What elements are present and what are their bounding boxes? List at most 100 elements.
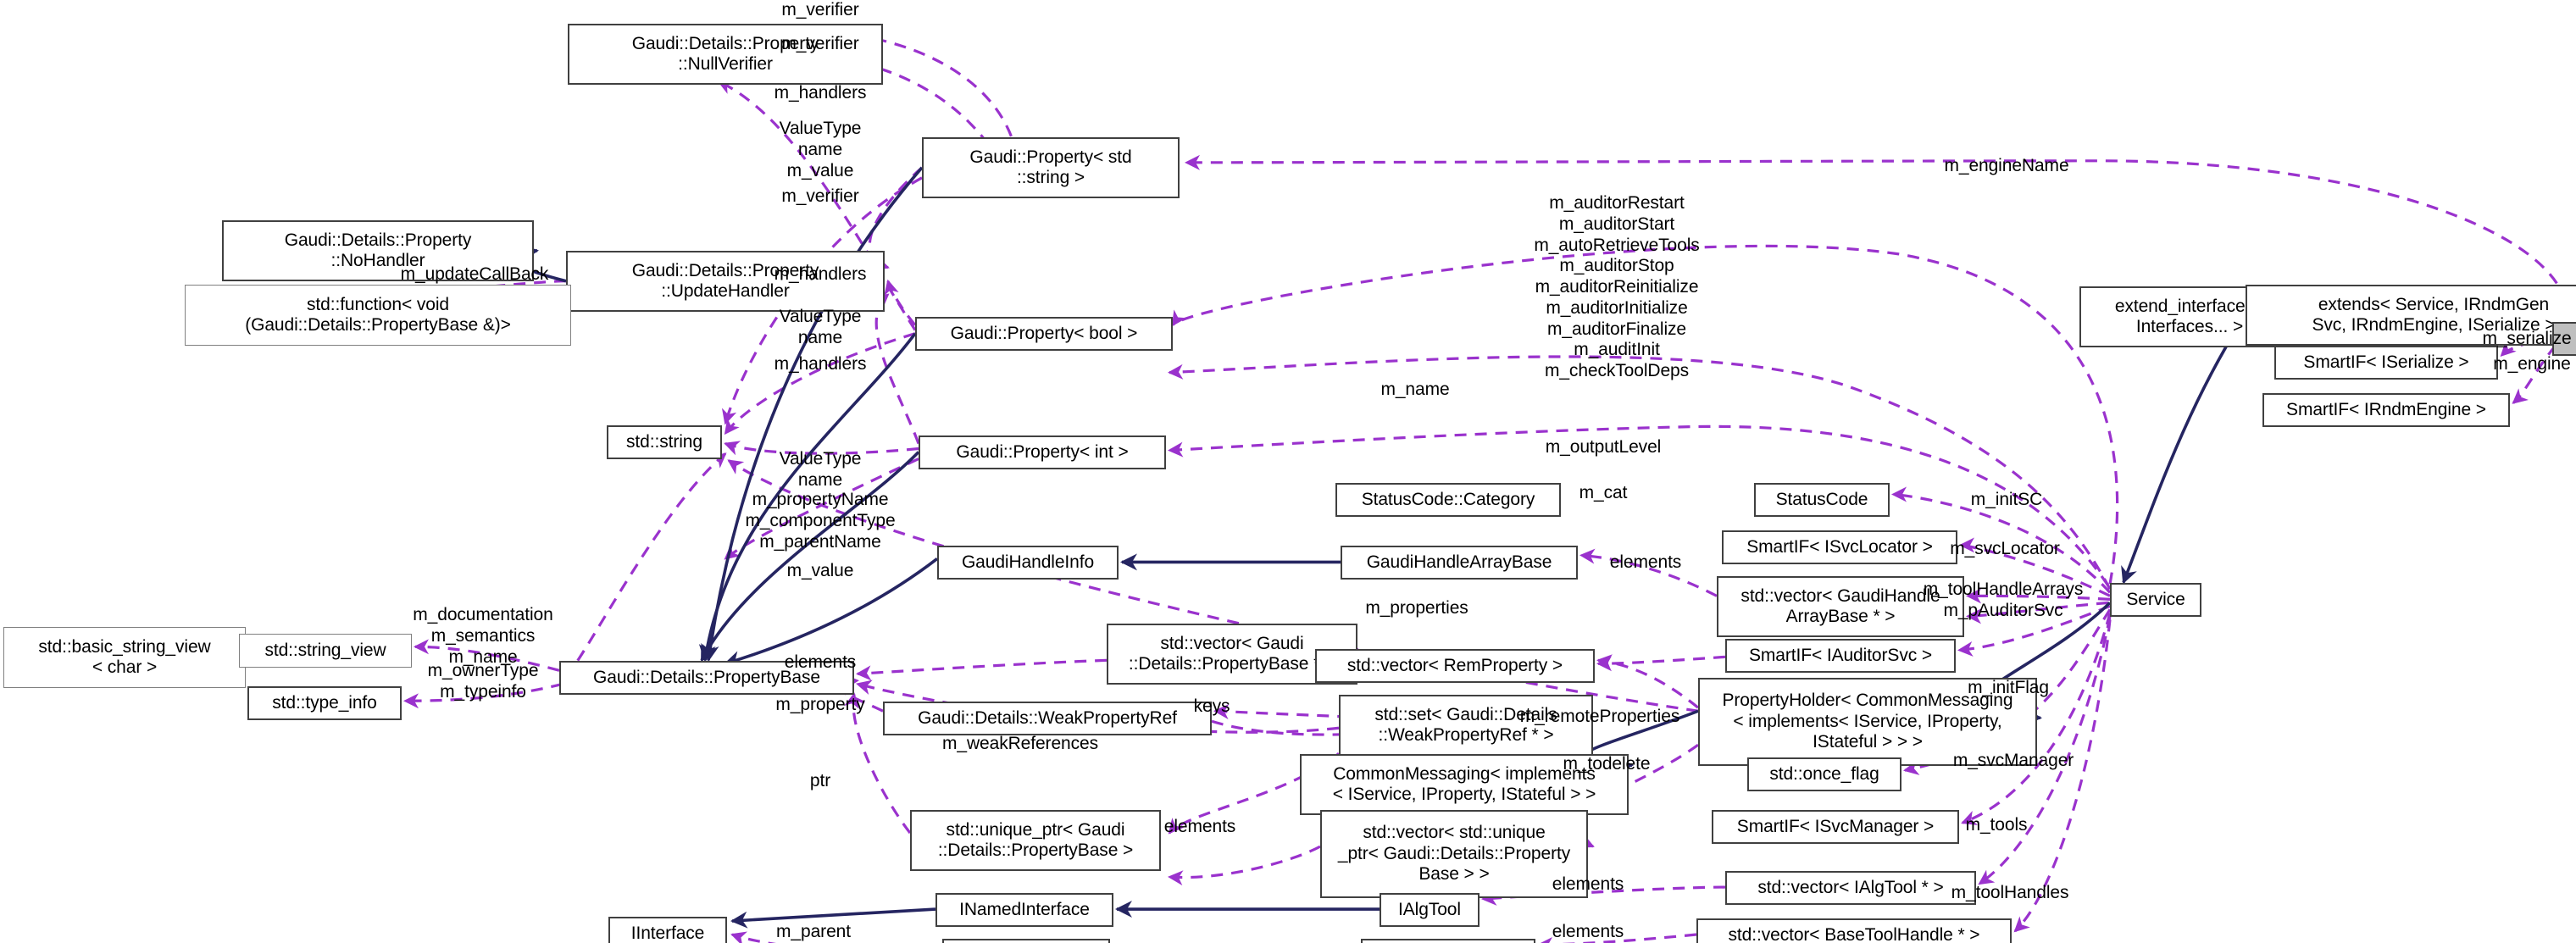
edge-label-l30: m_property xyxy=(775,695,865,714)
class-node-label: std::vector< GaudiHandle ArrayBase * > xyxy=(1740,585,1940,626)
edge-label-l38: elements xyxy=(1552,874,1624,894)
class-node-label: std::once_flag xyxy=(1769,763,1879,784)
class-node-smartif_isvcmanager[interactable]: SmartIF< ISvcManager > xyxy=(1712,810,1959,844)
class-node-basic_string_view[interactable]: std::basic_string_view < char > xyxy=(3,627,246,688)
edge-label-l34: m_svcManager xyxy=(1952,751,2074,770)
class-node-statuscode[interactable]: StatusCode xyxy=(1754,483,1890,517)
class-node-vec_remproperty[interactable]: std::vector< RemProperty > xyxy=(1315,649,1595,683)
class-node-service[interactable]: Service xyxy=(2110,583,2201,617)
edge-label-l3: m_handlers xyxy=(774,83,867,103)
edge-label-l25: m_properties xyxy=(1365,598,1468,618)
class-node-prop_string[interactable]: Gaudi::Property< std ::string > xyxy=(922,137,1180,198)
class-node-update_handler[interactable]: Gaudi::Details::Property ::UpdateHandler xyxy=(566,251,885,312)
class-node-basetoolhandle[interactable]: BaseToolHandle xyxy=(1361,939,1535,943)
edge-label-l29: m_initFlag xyxy=(1968,678,2049,697)
edge-label-l39: m_toolHandles xyxy=(1951,883,2069,902)
class-node-label: GaudiHandleArrayBase xyxy=(1366,552,1552,572)
edge-label-l24: m_documentation m_semantics m_name xyxy=(413,605,553,667)
class-node-label: Gaudi::Details::Property ::NoHandler xyxy=(284,230,472,270)
edge-label-l11: m_serialize xyxy=(2482,329,2572,348)
edge-label-l13: m_engine xyxy=(2493,354,2571,374)
class-node-label: SmartIF< ISvcManager > xyxy=(1736,816,1935,836)
class-node-label: CommonMessaging< implements < IService, … xyxy=(1332,763,1596,804)
class-node-std_function[interactable]: std::function< void (Gaudi::Details::Pro… xyxy=(185,285,571,346)
edge-label-l27: m_ownerType m_typeinfo xyxy=(427,661,539,702)
class-node-string_view[interactable]: std::string_view xyxy=(239,634,412,668)
edge-label-l8: m_updateCallBack xyxy=(400,264,549,284)
class-node-label: Gaudi::Details::PropertyBase xyxy=(593,667,820,687)
class-node-gaudi_handle_info[interactable]: GaudiHandleInfo xyxy=(937,546,1119,580)
class-node-null_verifier[interactable]: Gaudi::Details::Property ::NullVerifier xyxy=(568,24,883,85)
edge-label-l31: keys xyxy=(1193,696,1230,716)
edge-label-l6: m_engineName xyxy=(1944,156,2069,175)
edge-label-l33: m_todelete xyxy=(1563,754,1651,774)
class-node-label: INamedInterface xyxy=(959,899,1090,919)
edge-label-l16: m_outputLevel xyxy=(1545,437,1662,457)
class-node-propertybase[interactable]: Gaudi::Details::PropertyBase xyxy=(559,661,854,695)
class-node-label: Gaudi::Property< int > xyxy=(956,441,1129,462)
edge-label-l22: m_toolHandleArrays m_pAuditorSvc xyxy=(1923,580,2084,620)
class-node-label: std::vector< IAlgTool * > xyxy=(1757,877,1944,897)
class-node-statuscode_category[interactable]: StatusCode::Category xyxy=(1335,483,1561,517)
class-node-label: SmartIF< ISvcLocator > xyxy=(1746,536,1933,557)
class-node-label: Gaudi::Details::Property ::NullVerifier xyxy=(631,33,819,74)
class-node-label: Gaudi::Property< std ::string > xyxy=(969,147,1132,187)
edge-label-l4: ValueType name m_value xyxy=(779,119,862,180)
edge-label-l12: m_handlers xyxy=(774,354,867,374)
class-node-extends_service[interactable]: extends< Service, IRndmGen Svc, IRndmEng… xyxy=(2246,285,2576,346)
class-node-smartif_isvclocator[interactable]: SmartIF< ISvcLocator > xyxy=(1722,530,1957,564)
class-node-smartif_irndmengine[interactable]: SmartIF< IRndmEngine > xyxy=(2262,393,2510,427)
class-node-smartif_iserialize[interactable]: SmartIF< ISerialize > xyxy=(2274,346,2498,380)
class-node-label: IAlgTool xyxy=(1398,899,1461,919)
class-node-ialgtool[interactable]: IAlgTool xyxy=(1380,893,1480,927)
class-node-gaudi_handle_arraybase[interactable]: GaudiHandleArrayBase xyxy=(1341,546,1578,580)
class-node-set_weakproperty[interactable]: std::set< Gaudi::Details ::WeakPropertyR… xyxy=(1339,695,1593,756)
class-node-label: IInterface xyxy=(630,923,705,943)
class-node-label: Gaudi::Property< bool > xyxy=(950,323,1138,343)
class-node-label: PropertyHolder< CommonMessaging < implem… xyxy=(1722,691,2013,752)
class-node-no_handler[interactable]: Gaudi::Details::Property ::NoHandler xyxy=(222,220,534,281)
class-node-common_messaging[interactable]: CommonMessaging< implements < IService, … xyxy=(1300,754,1629,815)
edge-label-l36: elements xyxy=(1163,817,1236,836)
class-node-unique_ptr_prop[interactable]: std::unique_ptr< Gaudi ::Details::Proper… xyxy=(910,810,1161,871)
class-node-label: std::basic_string_view < char > xyxy=(38,636,211,677)
class-node-label: std::vector< BaseToolHandle * > xyxy=(1728,924,1980,943)
class-node-label: std::string_view xyxy=(264,640,386,660)
edge-label-l37: m_tools xyxy=(1965,815,2028,835)
class-node-once_flag[interactable]: std::once_flag xyxy=(1747,757,1901,791)
class-node-prop_int[interactable]: Gaudi::Property< int > xyxy=(919,435,1166,469)
class-node-prop_bool[interactable]: Gaudi::Property< bool > xyxy=(915,317,1173,351)
class-node-named_interface[interactable]: INamedInterface xyxy=(935,893,1113,927)
class-node-label: std::vector< std::unique _ptr< Gaudi::De… xyxy=(1337,823,1571,885)
edge-label-l23: m_value xyxy=(786,561,854,580)
class-node-label: StatusCode xyxy=(1775,489,1868,509)
class-node-property_holder[interactable]: PropertyHolder< CommonMessaging < implem… xyxy=(1698,678,2037,766)
edge-label-l41: elements xyxy=(1552,922,1624,941)
class-node-smartif_iauditorsvc[interactable]: SmartIF< IAuditorSvc > xyxy=(1725,639,1956,673)
class-node-label: std::vector< RemProperty > xyxy=(1346,655,1563,675)
class-node-label: std::unique_ptr< Gaudi ::Details::Proper… xyxy=(937,819,1134,860)
class-node-label: std::vector< Gaudi ::Details::PropertyBa… xyxy=(1128,633,1335,674)
edge-label-l19: m_propertyName m_componentType m_parentN… xyxy=(745,490,896,552)
edge-label-l5: m_verifier xyxy=(781,186,859,206)
class-node-label: std::set< Gaudi::Details ::WeakPropertyR… xyxy=(1374,704,1557,745)
edge-label-l26: elements xyxy=(784,652,857,672)
class-node-label: std::function< void (Gaudi::Details::Pro… xyxy=(245,294,511,335)
class-node-vec_gaudihandlearray[interactable]: std::vector< GaudiHandle ArrayBase * > xyxy=(1717,576,1964,637)
class-node-iinterface[interactable]: IInterface xyxy=(608,917,727,943)
class-node-vec_basetoolhandle[interactable]: std::vector< BaseToolHandle * > xyxy=(1696,918,2012,943)
edge-label-l20: m_svcLocator xyxy=(1950,539,2060,558)
class-node-weak_property_ref[interactable]: Gaudi::Details::WeakPropertyRef xyxy=(883,702,1212,735)
class-node-label: std::string xyxy=(626,431,702,452)
class-node-std_string[interactable]: std::string xyxy=(607,425,722,459)
class-node-label: std::type_info xyxy=(272,692,377,713)
class-node-label: SmartIF< IAuditorSvc > xyxy=(1748,645,1933,665)
class-node-toolhandleinfo[interactable]: ToolHandleInfo xyxy=(942,939,1110,943)
class-node-label: extends< Service, IRndmGen Svc, IRndmEng… xyxy=(2312,294,2556,335)
class-node-vec_ialgtool[interactable]: std::vector< IAlgTool * > xyxy=(1725,871,1976,905)
edge-label-l17: m_cat xyxy=(1579,483,1628,502)
class-node-vec_unique_ptr_prop[interactable]: std::vector< std::unique _ptr< Gaudi::De… xyxy=(1320,810,1588,898)
class-node-type_info[interactable]: std::type_info xyxy=(247,686,402,720)
